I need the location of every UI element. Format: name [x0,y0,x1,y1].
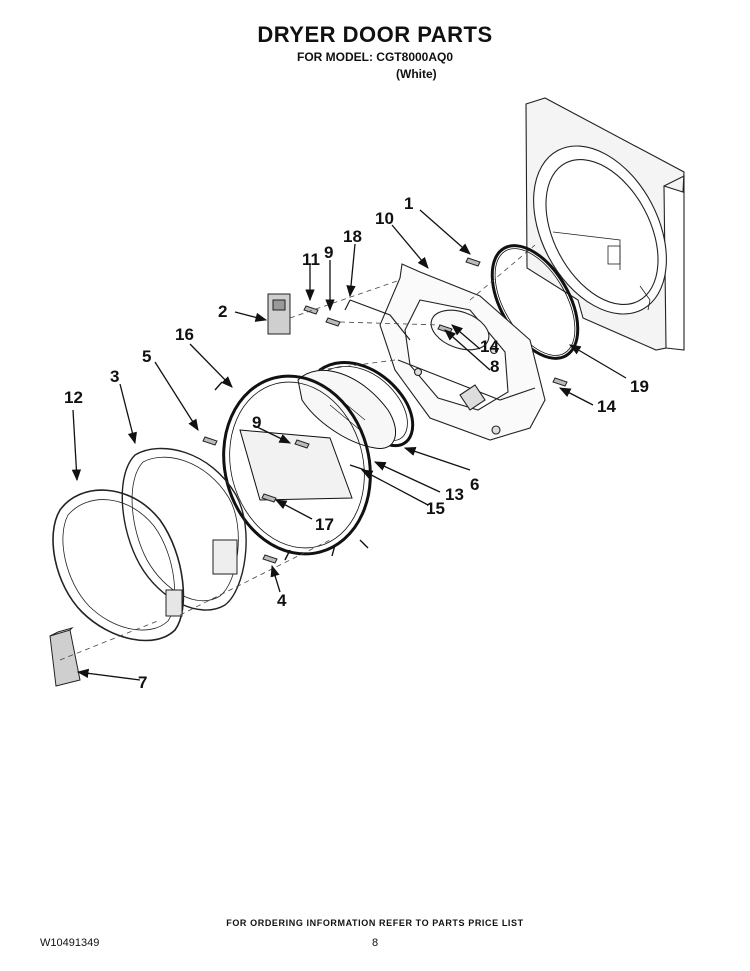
page-title: DRYER DOOR PARTS [257,22,493,47]
door-liner-frame [214,374,372,561]
callout-14-upper: 14 [480,337,499,356]
callout-9-upper: 9 [324,243,333,262]
callout-5: 5 [142,347,151,366]
callout-18: 18 [343,227,362,246]
callout-13: 13 [445,485,464,504]
callout-15: 15 [426,499,445,518]
document-number: W10491349 [40,937,100,949]
door-window-glass [297,360,415,449]
callout-3: 3 [110,367,119,386]
leader-arrows [71,209,627,681]
callout-16: 16 [175,325,194,344]
callout-4: 4 [277,591,287,610]
screws [202,257,568,564]
model-line: FOR MODEL: CGT8000AQ0 [296,50,454,64]
callout-12: 12 [64,388,83,407]
callout-6: 6 [470,475,479,494]
alignment-lines [59,244,536,661]
callout-9-lower: 9 [252,413,261,432]
callout-19: 19 [630,377,649,396]
callout-11: 11 [302,250,320,269]
callout-10: 10 [375,209,394,228]
page-number: 8 [372,937,379,949]
door-latch [267,293,291,335]
inner-door-panel [379,263,546,441]
callout-1: 1 [404,194,413,213]
callout-2: 2 [218,302,227,321]
color-note: (White) [396,67,437,81]
outer-door-ring [52,489,185,642]
door-inner-ring [121,447,247,611]
door-handle [49,626,81,687]
callout-14-lower: 14 [597,397,616,416]
hinge-rod [344,299,411,341]
dryer-front-panel [525,97,685,351]
callout-8: 8 [490,357,499,376]
callout-labels: 1 2 3 4 5 6 7 8 9 9 10 11 12 13 14 14 14… [64,194,649,692]
callout-17: 17 [315,515,334,534]
ordering-note: FOR ORDERING INFORMATION REFER TO PARTS … [226,918,524,928]
callout-7: 7 [138,673,147,692]
